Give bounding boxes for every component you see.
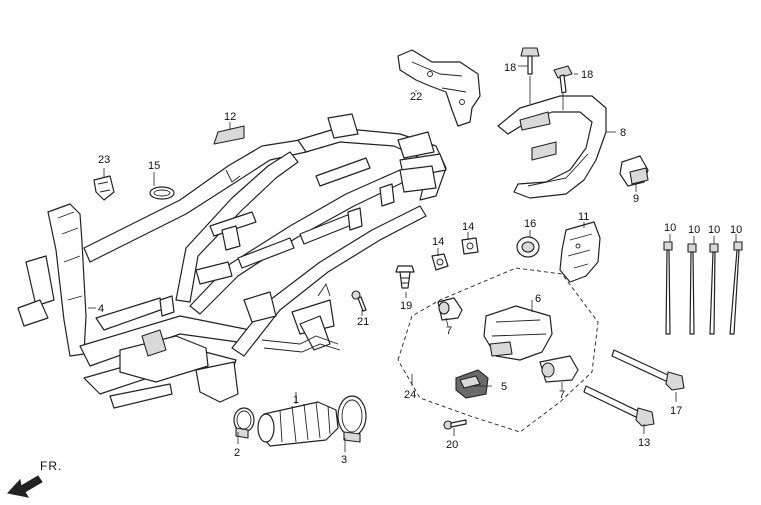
callout-7b: 7 [559,389,565,401]
clip-23 [93,175,115,201]
callout-18a: 18 [504,62,516,74]
callout-6: 6 [535,293,541,305]
rubber-block-5 [455,369,489,399]
callout-10b: 10 [688,224,700,236]
front-direction-label: FR. [40,459,62,473]
callout-3: 3 [341,454,347,466]
grommet-16 [516,236,540,258]
callout-10c: 10 [708,224,720,236]
callout-1: 1 [293,394,299,406]
cap-9 [619,155,649,187]
bracket-11 [559,221,601,283]
callout-23: 23 [98,154,110,166]
cable-tie-10b [687,243,697,335]
callout-14a: 14 [432,236,444,248]
callout-8: 8 [620,127,626,139]
bolt-20 [443,419,467,430]
callout-15: 15 [148,160,160,172]
bolt-21 [351,290,367,312]
callout-2: 2 [234,447,240,459]
callout-14b: 14 [462,221,474,233]
front-direction-arrow-icon [7,475,43,498]
cable-tie-10c [709,243,719,335]
callout-18b: 18 [581,69,593,81]
bolt-18b [553,65,573,94]
cable-tie-10d [729,241,743,335]
callout-20: 20 [446,439,458,451]
mount-bracket-6 [483,305,553,361]
long-bolt-13 [583,385,655,427]
assembly-outline-24 [397,267,599,433]
callout-13: 13 [638,437,650,449]
callout-22: 22 [410,91,422,103]
bolt-18a [520,47,540,75]
leader-lines [88,65,737,452]
callout-16: 16 [524,218,536,230]
callout-10d: 10 [730,224,742,236]
cable-tie-10a [663,241,673,335]
callout-11: 11 [578,211,589,223]
grab-rail-8 [497,95,607,199]
callout-21: 21 [357,316,369,328]
plate-12 [213,125,245,145]
callout-4: 4 [98,303,104,315]
callout-19: 19 [400,300,412,312]
nut-14b [461,237,479,255]
callout-24: 24 [404,389,416,401]
bushing-7b [539,355,579,383]
bracket-22 [397,49,481,127]
band-3 [337,395,367,443]
nut-14a [431,253,449,271]
callout-7a: 7 [446,325,452,337]
callout-5: 5 [501,381,507,393]
callout-17: 17 [670,405,682,417]
long-bolt-17 [611,349,685,391]
callout-12: 12 [224,111,236,123]
callout-labels: 1 2 3 4 5 6 7 7 8 9 10 10 10 10 11 12 13… [98,62,742,466]
main-frame [17,113,447,409]
boot-1 [257,401,339,447]
callout-9: 9 [633,193,639,205]
band-2 [233,407,255,439]
push-clip-19 [395,265,415,289]
clamp-15 [149,186,175,200]
bushing-7a [437,297,463,321]
callout-10a: 10 [664,222,676,234]
